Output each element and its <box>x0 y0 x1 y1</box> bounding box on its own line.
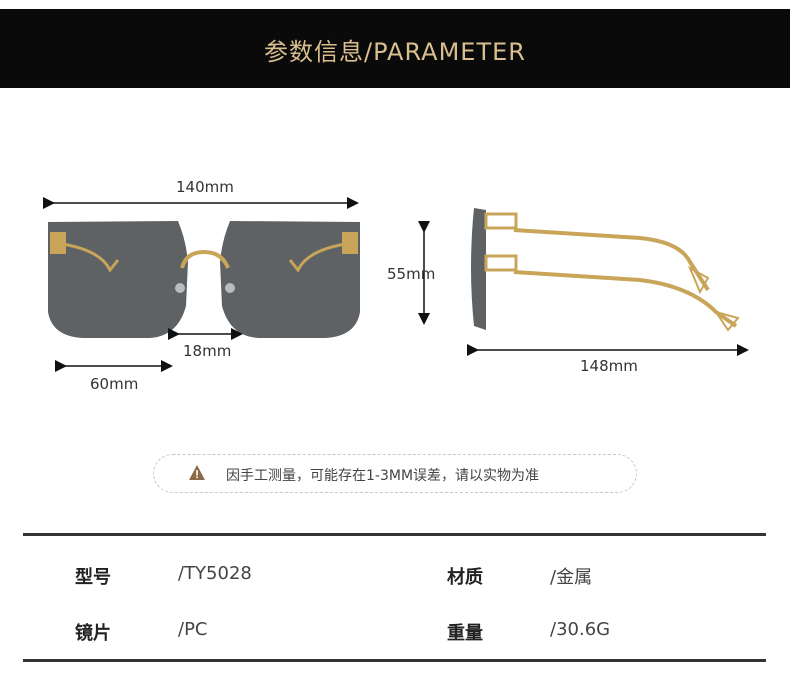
spec-value-model: /TY5028 <box>178 563 252 584</box>
page-title: 参数信息/PARAMETER <box>264 38 526 66</box>
specs-top-divider <box>23 533 766 536</box>
spec-label-material: 材质 <box>447 567 483 588</box>
glasses-front-image <box>48 221 360 338</box>
specs-bottom-divider <box>23 659 766 662</box>
bridge-label: 18mm <box>183 342 232 360</box>
spec-label-weight: 重量 <box>447 623 483 644</box>
temple-length-label: 148mm <box>580 357 638 375</box>
spec-label-model: 型号 <box>75 567 111 588</box>
total-width-label: 140mm <box>176 178 234 196</box>
glasses-side-image <box>471 208 740 332</box>
lens-height-label: 55mm <box>387 265 436 283</box>
spec-value-material: /金属 <box>550 567 593 588</box>
lens-width-label: 60mm <box>90 375 139 393</box>
header-banner: 参数信息/PARAMETER <box>0 9 790 88</box>
front-view-diagram <box>43 197 360 372</box>
side-view-diagram <box>418 208 749 356</box>
spec-value-weight: /30.6G <box>550 619 611 640</box>
warning-icon <box>189 465 205 480</box>
measurement-notice: 因手工测量，可能存在1-3MM误差，请以实物为准 <box>153 454 637 493</box>
spec-label-lens: 镜片 <box>75 623 111 644</box>
notice-text: 因手工测量，可能存在1-3MM误差，请以实物为准 <box>226 468 540 484</box>
spec-value-lens: /PC <box>178 619 208 640</box>
